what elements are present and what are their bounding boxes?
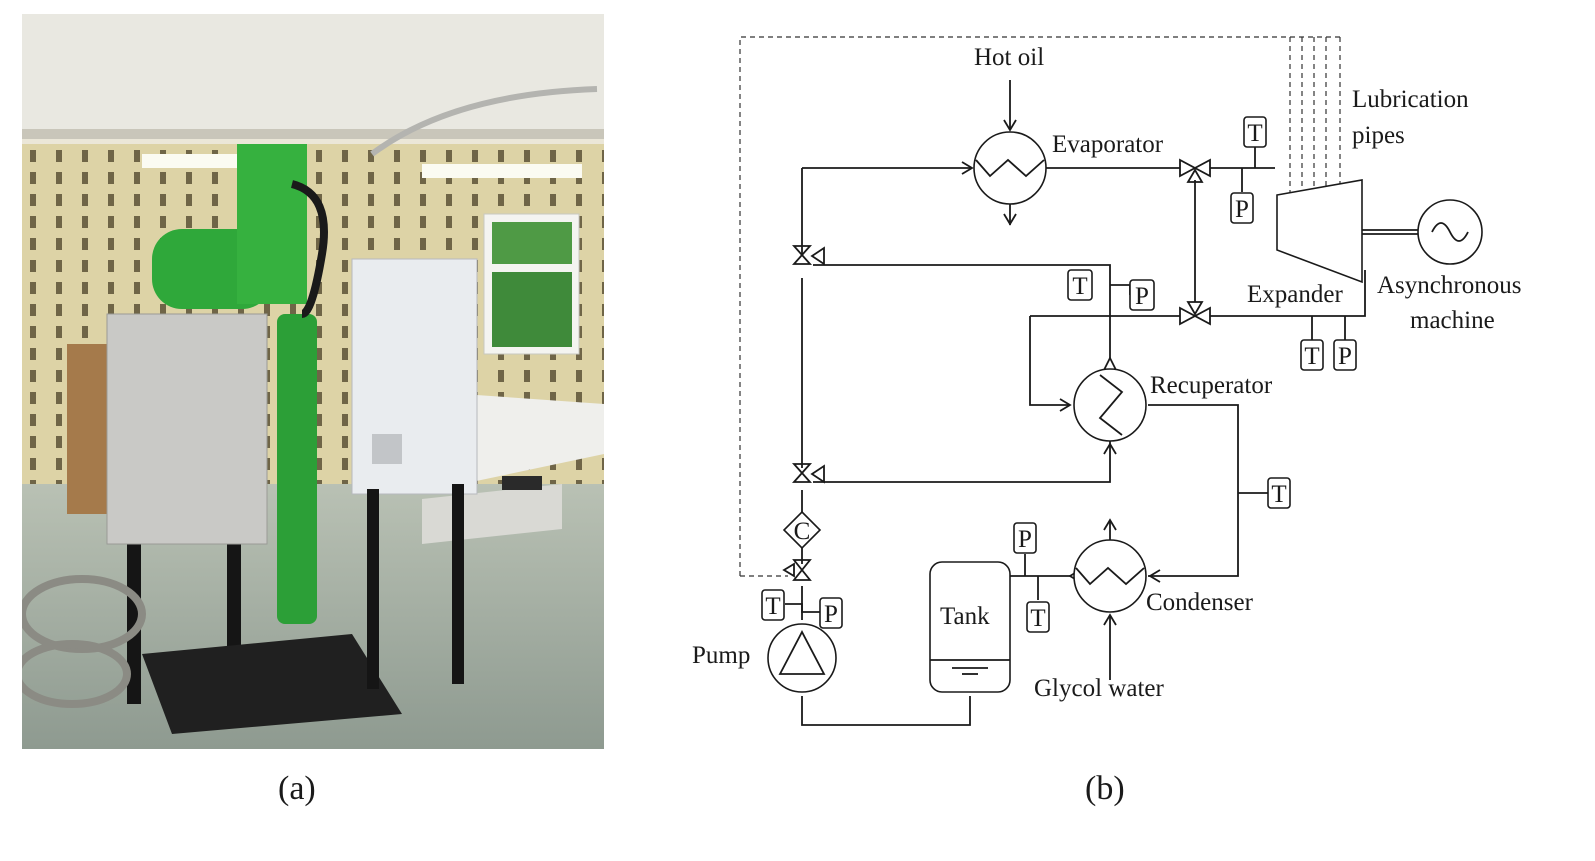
glycol-water-label: Glycol water <box>1034 675 1164 702</box>
lubrication-label-2: pipes <box>1352 122 1405 149</box>
asynchronous-machine-symbol <box>1417 199 1483 265</box>
svg-text:T: T <box>1247 120 1262 147</box>
svg-text:P: P <box>1235 196 1249 223</box>
svg-text:T: T <box>1271 481 1286 508</box>
caption-a: (a) <box>278 770 316 807</box>
sensor-P-evap-out: P <box>1230 192 1254 224</box>
valve-expander-inlet <box>1179 158 1211 183</box>
recuperator-label: Recuperator <box>1150 372 1273 399</box>
check-valve-label: C <box>794 518 811 545</box>
sensor-T-expander-out: T <box>1300 339 1324 371</box>
svg-text:P: P <box>824 601 838 628</box>
sensor-P-pump: P <box>819 597 843 629</box>
tank-label: Tank <box>940 603 990 630</box>
caption-b: (b) <box>1085 770 1125 807</box>
sensor-T-evap-out: T <box>1243 116 1267 148</box>
valve-pump <box>782 559 812 581</box>
svg-text:T: T <box>1304 343 1319 370</box>
expander-symbol <box>1276 179 1363 284</box>
pump-label: Pump <box>692 642 750 669</box>
evaporator-symbol <box>973 131 1047 205</box>
condenser-symbol <box>1073 539 1147 613</box>
sensor-T-condenser-in: T <box>1267 477 1291 509</box>
valve-bypass <box>1179 301 1211 326</box>
valve-mid-left <box>791 463 825 484</box>
asynchronous-machine-label-1: Asynchronous <box>1377 272 1521 299</box>
svg-text:T: T <box>1030 605 1045 632</box>
test-bench-photo <box>22 14 604 749</box>
valve-top-left <box>791 245 825 266</box>
svg-text:P: P <box>1018 526 1032 553</box>
check-valve <box>782 510 822 550</box>
condenser-label: Condenser <box>1146 589 1254 616</box>
svg-text:P: P <box>1338 343 1352 370</box>
sensor-T-pump: T <box>761 589 785 621</box>
sensor-T-recup-in: T <box>1067 269 1093 301</box>
sensor-P-expander-out: P <box>1333 339 1357 371</box>
evaporator-label: Evaporator <box>1052 131 1164 158</box>
expander-label: Expander <box>1247 281 1343 308</box>
sensor-P-recup-in: P <box>1129 279 1155 311</box>
hot-oil-label: Hot oil <box>974 44 1044 71</box>
sensor-T-tank: T <box>1026 601 1050 633</box>
pump-symbol <box>767 623 837 693</box>
svg-text:T: T <box>765 593 780 620</box>
tank-symbol <box>929 561 1011 693</box>
sensor-P-tank: P <box>1013 522 1037 554</box>
svg-text:T: T <box>1072 273 1087 300</box>
orc-schematic: C Tank T P T <box>692 36 1521 726</box>
recuperator-symbol <box>1073 368 1147 442</box>
svg-text:P: P <box>1135 283 1149 310</box>
lubrication-label-1: Lubrication <box>1352 86 1469 113</box>
asynchronous-machine-label-2: machine <box>1410 307 1495 334</box>
